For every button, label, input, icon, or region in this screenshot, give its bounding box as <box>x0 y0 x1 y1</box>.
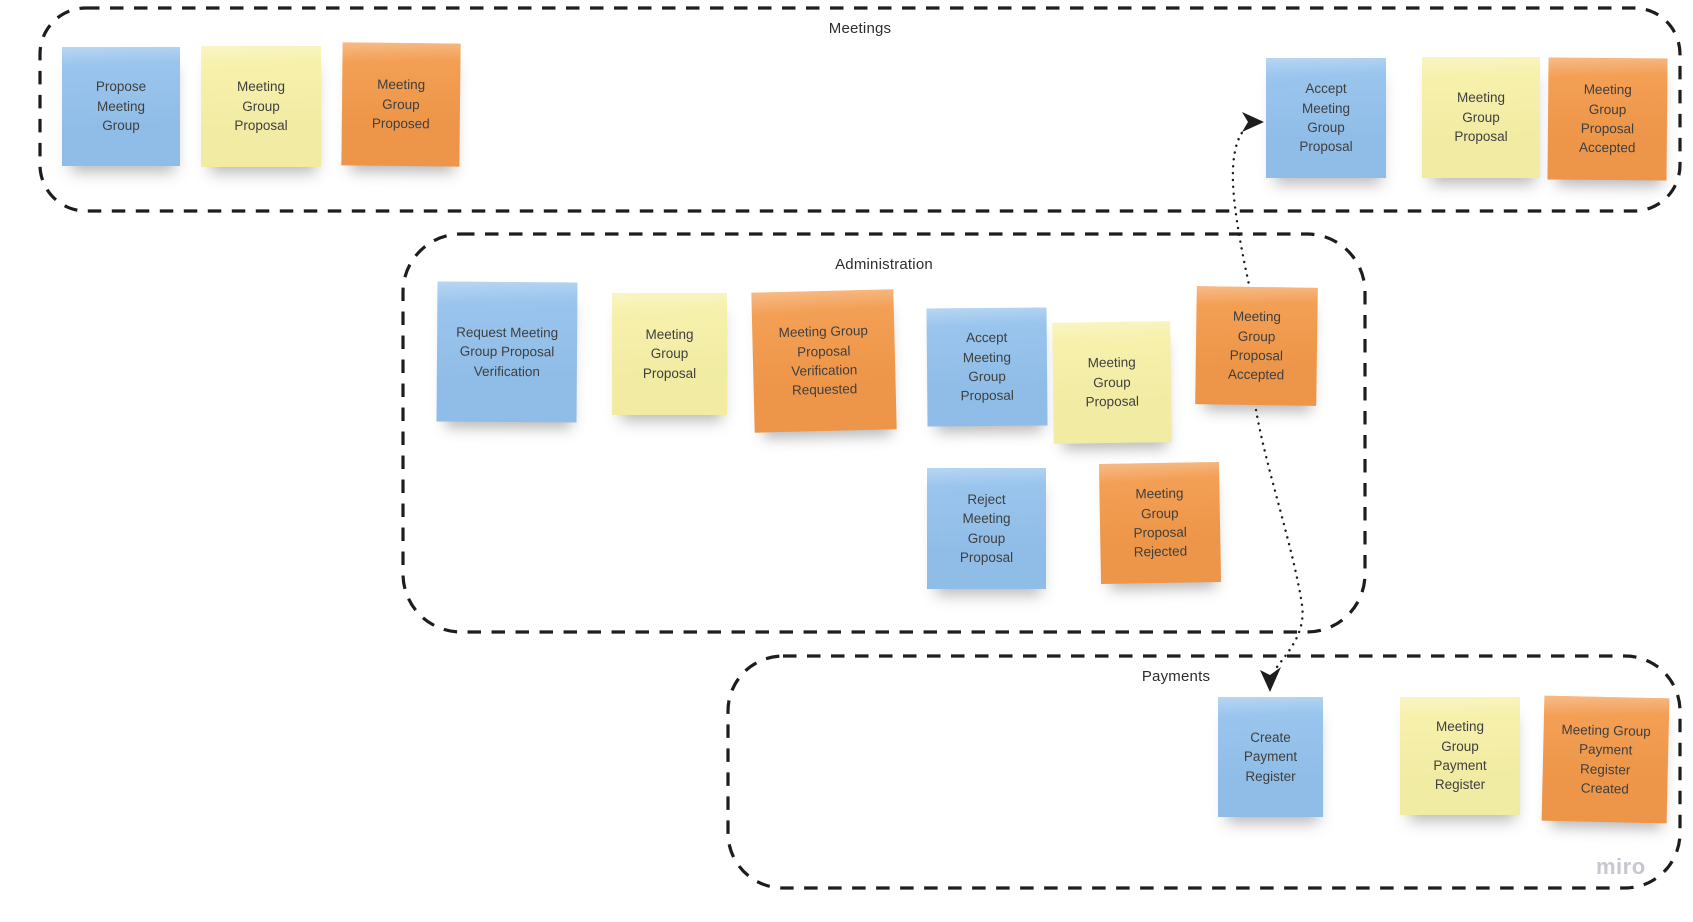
sticky-text: Meeting Group Proposal Rejected <box>1133 485 1188 560</box>
sticky-text: Meeting Group Proposal <box>1085 355 1140 410</box>
sticky-meeting-group-proposal-accepted-meetings[interactable]: Meeting Group Proposal Accepted <box>1547 57 1668 181</box>
sticky-text: Request Meeting Group Proposal Verificat… <box>456 324 559 379</box>
sticky-request-meeting-group-proposal-verification[interactable]: Request Meeting Group Proposal Verificat… <box>436 281 578 423</box>
sticky-accept-meeting-group-proposal-meetings[interactable]: Accept Meeting Group Proposal <box>1266 58 1386 178</box>
sticky-accept-meeting-group-proposal-admin[interactable]: Accept Meeting Group Proposal <box>926 307 1048 427</box>
sticky-meeting-group-proposal-4[interactable]: Meeting Group Proposal <box>1052 321 1172 444</box>
sticky-text: Propose Meeting Group <box>95 79 147 134</box>
arrowhead-to-accept-meeting-group-proposal <box>1242 112 1264 132</box>
sticky-text: Meeting Group Proposal Accepted <box>1579 81 1636 156</box>
sticky-text: Meeting Group Payment Register <box>1433 719 1487 793</box>
sticky-meeting-group-proposal-rejected[interactable]: Meeting Group Proposal Rejected <box>1098 461 1222 585</box>
sticky-text: Accept Meeting Group Proposal <box>960 329 1014 404</box>
sticky-meeting-group-payment-register-created[interactable]: Meeting Group Payment Register Created <box>1541 695 1670 824</box>
meetings-region-title: Meetings <box>828 20 892 37</box>
sticky-meeting-group-proposal-1[interactable]: Meeting Group Proposal <box>201 46 321 167</box>
sticky-propose-meeting-group[interactable]: Propose Meeting Group <box>62 47 180 166</box>
sticky-meeting-group-proposed[interactable]: Meeting Group Proposed <box>341 42 461 167</box>
administration-region-title: Administration <box>835 256 933 273</box>
sticky-text: Meeting Group Payment Register Created <box>1561 721 1651 797</box>
sticky-text: Reject Meeting Group Proposal <box>959 491 1014 565</box>
sticky-text: Meeting Group Proposal <box>234 79 288 134</box>
sticky-reject-meeting-group-proposal[interactable]: Reject Meeting Group Proposal <box>927 468 1046 589</box>
sticky-text: Meeting Group Proposal <box>1454 90 1508 145</box>
sticky-meeting-group-proposal-verification-requested[interactable]: Meeting Group Proposal Verification Requ… <box>751 289 897 433</box>
sticky-text: Create Payment Register <box>1243 729 1298 784</box>
sticky-text: Meeting Group Proposal Accepted <box>1227 308 1285 383</box>
sticky-meeting-group-payment-register[interactable]: Meeting Group Payment Register <box>1400 697 1520 815</box>
sticky-meeting-group-proposal-accepted-admin[interactable]: Meeting Group Proposal Accepted <box>1195 286 1318 406</box>
sticky-create-payment-register[interactable]: Create Payment Register <box>1218 697 1323 817</box>
connector-accepted-to-payments[interactable] <box>1254 408 1304 669</box>
sticky-meeting-group-proposal-3[interactable]: Meeting Group Proposal <box>612 293 727 415</box>
payments-region-border[interactable] <box>726 654 1682 890</box>
sticky-text: Accept Meeting Group Proposal <box>1299 81 1353 155</box>
miro-watermark: miro <box>1596 854 1646 879</box>
payments-region-title: Payments <box>1141 668 1211 685</box>
sticky-text: Meeting Group Proposal Verification Requ… <box>778 323 869 399</box>
sticky-meeting-group-proposal-2[interactable]: Meeting Group Proposal <box>1422 57 1540 178</box>
sticky-text: Meeting Group Proposed <box>371 77 430 132</box>
sticky-text: Meeting Group Proposal <box>642 326 697 381</box>
